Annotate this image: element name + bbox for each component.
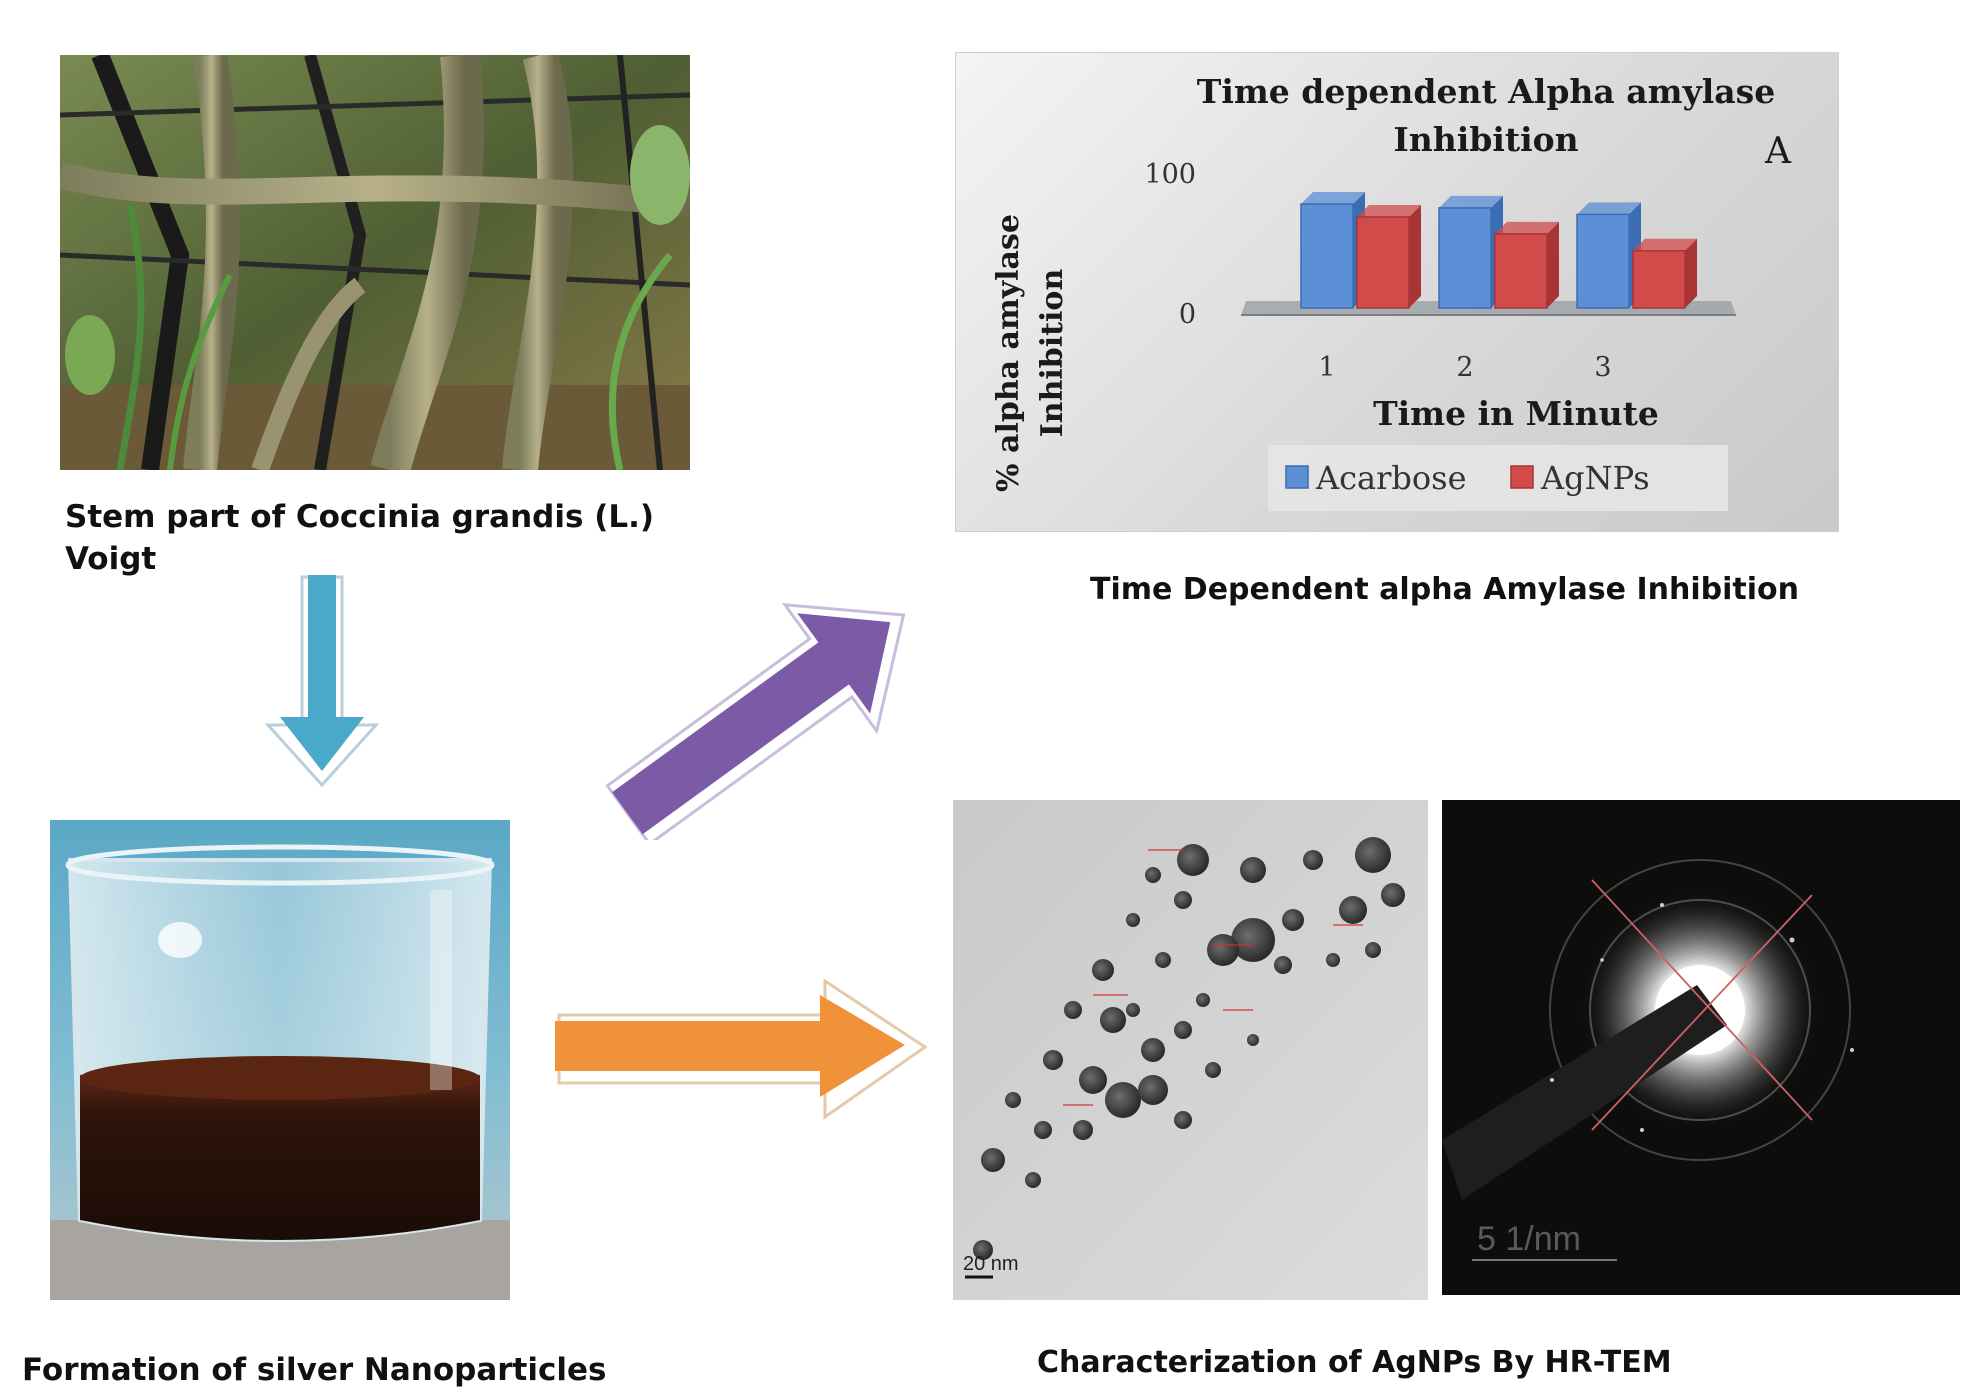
nanoparticle (1092, 959, 1114, 981)
tem-scale-bar: 20 nm (963, 1253, 1019, 1275)
legend-box (1268, 445, 1728, 511)
nanoparticle (1274, 956, 1292, 974)
diagonal-arrow-icon (595, 560, 940, 840)
x-tick-label: 1 (1318, 352, 1335, 383)
nanoparticle (1365, 942, 1381, 958)
saed-scale-label: 5 1/nm (1477, 1220, 1581, 1258)
tem-caption: Characterization of AgNPs By HR-TEM (1037, 1345, 1672, 1380)
stem-photo (60, 55, 690, 470)
nanoparticle (1073, 1120, 1093, 1140)
nanoparticle (1174, 1111, 1192, 1129)
nanoparticle (981, 1148, 1005, 1172)
nanoparticle (1079, 1066, 1107, 1094)
nanoparticle (1100, 1007, 1126, 1033)
nanoparticle (1177, 844, 1209, 876)
nanoparticle (1034, 1121, 1052, 1139)
svg-text:Acarbose: Acarbose (1315, 459, 1467, 497)
x-axis-label: Time in Minute (1373, 394, 1659, 433)
nanoparticle (1138, 1075, 1168, 1105)
svg-text:AgNPs: AgNPs (1540, 459, 1650, 497)
inhibition-chart: Time dependent Alpha amylase Inhibition … (955, 52, 1839, 532)
nanoparticle (1005, 1092, 1021, 1108)
nanoparticle (1025, 1172, 1041, 1188)
bar-agnps-1 (1356, 205, 1421, 309)
x-tick-label: 2 (1456, 352, 1473, 383)
bar-agnps-2 (1494, 221, 1559, 309)
down-arrow-icon (262, 575, 382, 790)
formation-caption: Formation of silver Nanoparticles (22, 1352, 607, 1388)
tem-image: 20 nm (953, 800, 1428, 1300)
nanoparticle (1141, 1038, 1165, 1062)
nanoparticle (1205, 1062, 1221, 1078)
nanoparticle (1207, 934, 1239, 966)
nanoparticle (1155, 952, 1171, 968)
nanoparticle (1064, 1001, 1082, 1019)
nanoparticle (1381, 883, 1405, 907)
nanoparticle (1247, 1034, 1259, 1046)
nanoparticle (1174, 1021, 1192, 1039)
bar-acarbose-1 (1300, 192, 1365, 309)
nanoparticle (1126, 913, 1140, 927)
nanoparticle (1339, 896, 1367, 924)
y-tick-label: 100 (1144, 159, 1196, 190)
y-tick-label: 0 (1179, 299, 1196, 330)
nanoparticle (1196, 993, 1210, 1007)
nanoparticle (1231, 918, 1275, 962)
beaker-photo (50, 820, 510, 1300)
saed-image: 5 1/nm (1442, 800, 1960, 1295)
x-tick-label: 3 (1594, 352, 1611, 383)
nanoparticle (1240, 857, 1266, 883)
chart-title-line2: Inhibition (1393, 120, 1578, 159)
nanoparticle (1303, 850, 1323, 870)
chart-caption: Time Dependent alpha Amylase Inhibition (1090, 572, 1799, 607)
nanoparticle (1326, 953, 1340, 967)
legend-item-acarbose: Acarbose (1285, 459, 1467, 497)
chart-panel-label: A (1764, 131, 1792, 172)
nanoparticle (1043, 1050, 1063, 1070)
y-axis-label: % alpha amylase (991, 214, 1026, 492)
nanoparticle (1282, 909, 1304, 931)
stem-caption: Stem part of Coccinia grandis (L.) Voigt (65, 499, 655, 577)
nanoparticle (1145, 867, 1161, 883)
nanoparticle (1174, 891, 1192, 909)
y-axis-label-line2: Inhibition (1035, 269, 1070, 438)
bar-acarbose-2 (1438, 195, 1503, 309)
legend-item-agnps: AgNPs (1510, 459, 1650, 497)
chart-title: Time dependent Alpha amylase (1197, 72, 1775, 111)
nanoparticle (973, 1240, 993, 1260)
nanoparticle (1126, 1003, 1140, 1017)
bar-agnps-3 (1632, 238, 1697, 309)
bar-acarbose-3 (1576, 202, 1641, 309)
right-arrow-icon (555, 975, 935, 1125)
nanoparticle (1105, 1082, 1141, 1118)
nanoparticle (1355, 837, 1391, 873)
